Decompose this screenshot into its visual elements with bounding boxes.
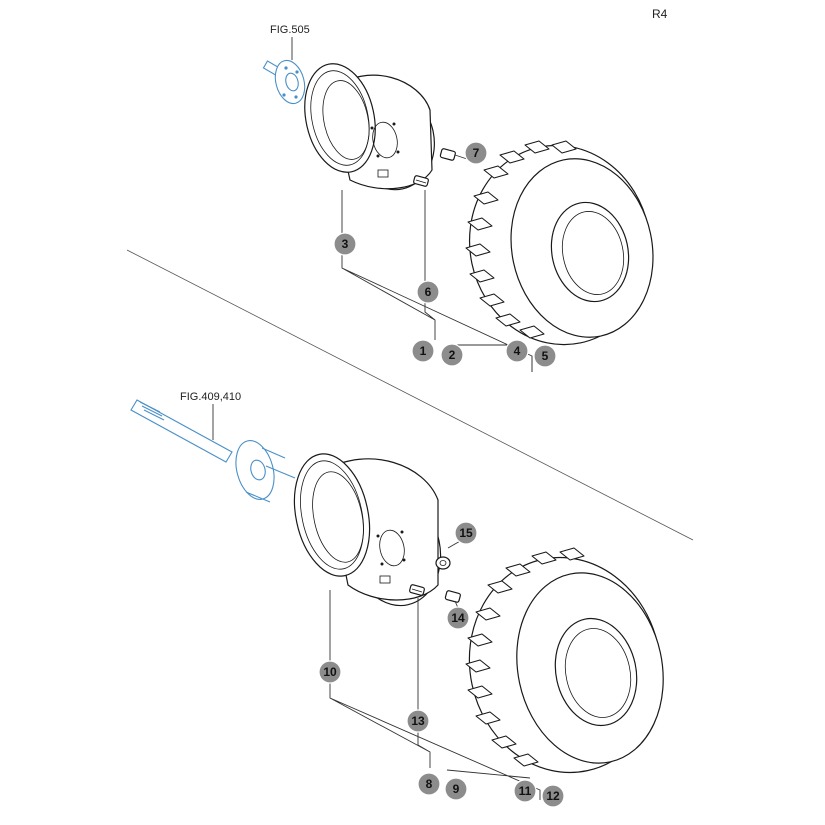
callout-8: 8 (417, 772, 441, 796)
callout-15: 15 (454, 521, 478, 545)
lower-wheel-nut (435, 556, 451, 570)
callout-2: 2 (440, 343, 464, 367)
callout-1: 1 (411, 339, 435, 363)
svg-text:4: 4 (514, 344, 521, 358)
svg-text:15: 15 (459, 526, 473, 540)
svg-text:2: 2 (449, 348, 456, 362)
lower-rim (293, 453, 442, 607)
section-divider (126, 249, 694, 541)
svg-text:8: 8 (426, 777, 433, 791)
svg-text:9: 9 (453, 782, 460, 796)
callout-6: 6 (416, 280, 440, 304)
callout-14: 14 (446, 606, 470, 630)
svg-text:3: 3 (342, 237, 349, 251)
svg-text:6: 6 (425, 285, 432, 299)
svg-text:12: 12 (546, 789, 560, 803)
svg-text:13: 13 (411, 714, 425, 728)
page-code: R4 (652, 7, 668, 21)
lower-valve (409, 584, 425, 596)
upper-wheel-bolt (439, 148, 456, 161)
lower-leader-lines (329, 539, 541, 800)
svg-text:1: 1 (420, 344, 427, 358)
upper-leader-lines (341, 154, 533, 372)
callout-11: 11 (513, 779, 537, 803)
lower-tyre (465, 547, 664, 774)
callout-5: 5 (533, 344, 557, 368)
callout-7: 7 (464, 141, 488, 165)
svg-text:5: 5 (542, 349, 549, 363)
callout-4: 4 (505, 339, 529, 363)
callout-3: 3 (333, 232, 357, 256)
upper-hub (262, 59, 306, 105)
lower-axle-shaft (130, 399, 296, 503)
upper-valve (413, 175, 429, 187)
ref-fig-409-410: FIG.409,410 (180, 391, 241, 403)
callout-9: 9 (444, 777, 468, 801)
upper-assembly: FIG.505 (262, 24, 654, 372)
upper-rim (304, 63, 435, 191)
callout-13: 13 (406, 709, 430, 733)
upper-tyre (465, 140, 654, 346)
callout-12: 12 (541, 784, 565, 808)
lower-wheel-bolt (444, 590, 461, 603)
callout-10: 10 (318, 660, 342, 684)
svg-text:11: 11 (519, 784, 532, 798)
svg-text:14: 14 (451, 611, 465, 625)
ref-fig-505: FIG.505 (270, 24, 310, 36)
lower-assembly: FIG.409,410 (130, 391, 664, 800)
svg-text:7: 7 (473, 146, 480, 160)
svg-text:10: 10 (323, 665, 337, 679)
